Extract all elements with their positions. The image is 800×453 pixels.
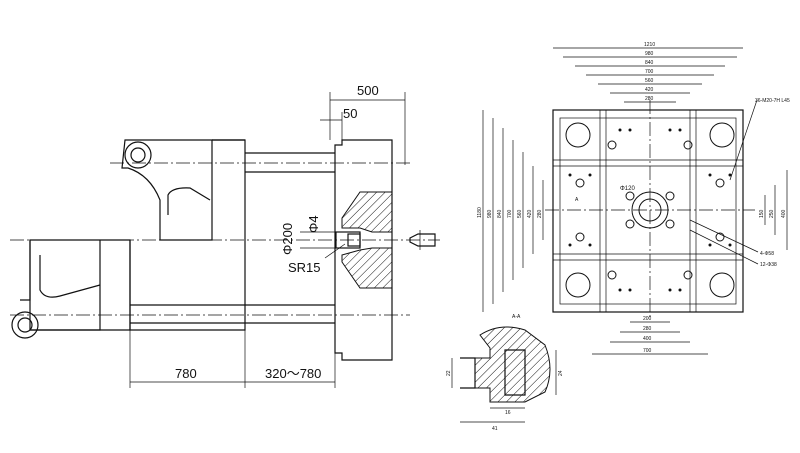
- small-hole: [625, 219, 635, 229]
- upper-pin-outer: [124, 141, 152, 169]
- platen-view: Φ120: [477, 42, 790, 355]
- right-dimensions: 150 250 400: [759, 170, 788, 250]
- left-dim-label-5: 560: [517, 209, 523, 218]
- holes38-note: 12-Φ38: [760, 262, 777, 268]
- section-view: A-A 22 24 16 41: [446, 314, 564, 432]
- section-dim-left: 22: [446, 370, 452, 376]
- tie-bar-hole-br: [709, 272, 735, 298]
- lower-bracket: [20, 240, 101, 331]
- top-dim-label-1: 1210: [644, 42, 655, 48]
- right-dim-label-1: 150: [759, 209, 765, 218]
- section-mark-a: A: [575, 197, 579, 203]
- thread-note-leader: [729, 99, 758, 181]
- top-dim-label-3: 840: [645, 60, 654, 66]
- top-dim-label-5: 560: [645, 78, 654, 84]
- tie-bar-hole-bl: [565, 272, 591, 298]
- platen-inner: [559, 117, 737, 305]
- bottom-dim-label-4: 700: [643, 348, 652, 354]
- left-dim-label-1: 1180: [477, 207, 483, 218]
- central-housing: [129, 139, 246, 331]
- small-hole: [683, 140, 693, 150]
- dim-dia200-label: Φ200: [280, 223, 295, 255]
- top-dim-label-4: 700: [645, 69, 654, 75]
- left-dim-label-6: 420: [527, 209, 533, 218]
- moving-platen: [334, 139, 393, 361]
- left-dim-label-3: 840: [497, 209, 503, 218]
- dim-500-label: 500: [357, 83, 379, 98]
- left-dim-label-2: 980: [487, 209, 493, 218]
- small-hole: [625, 191, 635, 201]
- sr15-leader: [324, 243, 346, 259]
- platen-hatch-lower: [341, 247, 393, 289]
- small-hole: [665, 219, 675, 229]
- section-slot: [460, 357, 476, 389]
- small-hole: [575, 178, 585, 188]
- injection-nozzle: [409, 233, 436, 247]
- upper-bracket: [121, 139, 213, 241]
- lower-pin-outer: [11, 311, 39, 339]
- right-dim-label-2: 250: [769, 209, 775, 218]
- right-dim-label-3: 400: [781, 209, 787, 218]
- label-sr15: SR15: [288, 260, 321, 275]
- small-hole: [683, 270, 693, 280]
- tie-bar-hole-tl: [565, 122, 591, 148]
- dim-stroke-label: 320～780: [265, 366, 321, 381]
- top-dimensions: 1210 980 840 700 560 420 280: [553, 42, 743, 103]
- left-dim-label-7: 280: [537, 209, 543, 218]
- lower-pin-inner: [17, 317, 33, 333]
- upper-bracket-slot: [167, 187, 211, 215]
- thread-note: 36-M20-7H L45: [755, 98, 790, 104]
- section-profile: [474, 326, 551, 403]
- small-hole: [715, 232, 725, 242]
- platen-outline: [552, 109, 744, 313]
- small-hole: [715, 178, 725, 188]
- holes38-leader: [689, 229, 759, 265]
- section-dim-bottom: 41: [492, 426, 498, 432]
- dim-50-label: 50: [343, 106, 357, 121]
- bottom-dim-label-3: 400: [643, 336, 652, 342]
- left-dimensions: 1180 980 840 700 560 420 280: [477, 110, 544, 312]
- small-hole: [607, 270, 617, 280]
- section-dim-right: 24: [558, 370, 564, 376]
- platen-hatch-upper: [341, 191, 393, 233]
- left-dim-label-4: 700: [507, 209, 513, 218]
- holes58-leader: [689, 219, 759, 253]
- lower-bracket-slot: [39, 255, 101, 298]
- bottom-dimensions: 200 280 400 700: [592, 316, 708, 355]
- small-hole: [665, 191, 675, 201]
- top-dim-label-7: 280: [645, 96, 654, 102]
- side-view: 500 50 Φ200 Φ4 SR15 780 320～780: [10, 83, 440, 388]
- bottom-dim-label-2: 280: [643, 326, 652, 332]
- small-hole: [575, 232, 585, 242]
- holes58-note: 4-Φ58: [760, 251, 774, 257]
- dim-dia4-label: Φ4: [306, 215, 321, 233]
- section-dim-bottom-small: 16: [505, 410, 511, 416]
- dim-780-label: 780: [175, 366, 197, 381]
- section-cavity: [504, 349, 526, 396]
- main-body: [29, 239, 131, 331]
- top-dim-label-6: 420: [645, 87, 654, 93]
- center-hole-label: Φ120: [620, 186, 635, 192]
- upper-pin-inner: [130, 147, 146, 163]
- section-title: A-A: [512, 314, 521, 320]
- top-dim-label-2: 980: [645, 51, 654, 57]
- small-hole: [607, 140, 617, 150]
- thread-dots: [568, 128, 732, 292]
- tie-bar-hole-tr: [709, 122, 735, 148]
- bottom-dim-label-1: 200: [643, 316, 652, 322]
